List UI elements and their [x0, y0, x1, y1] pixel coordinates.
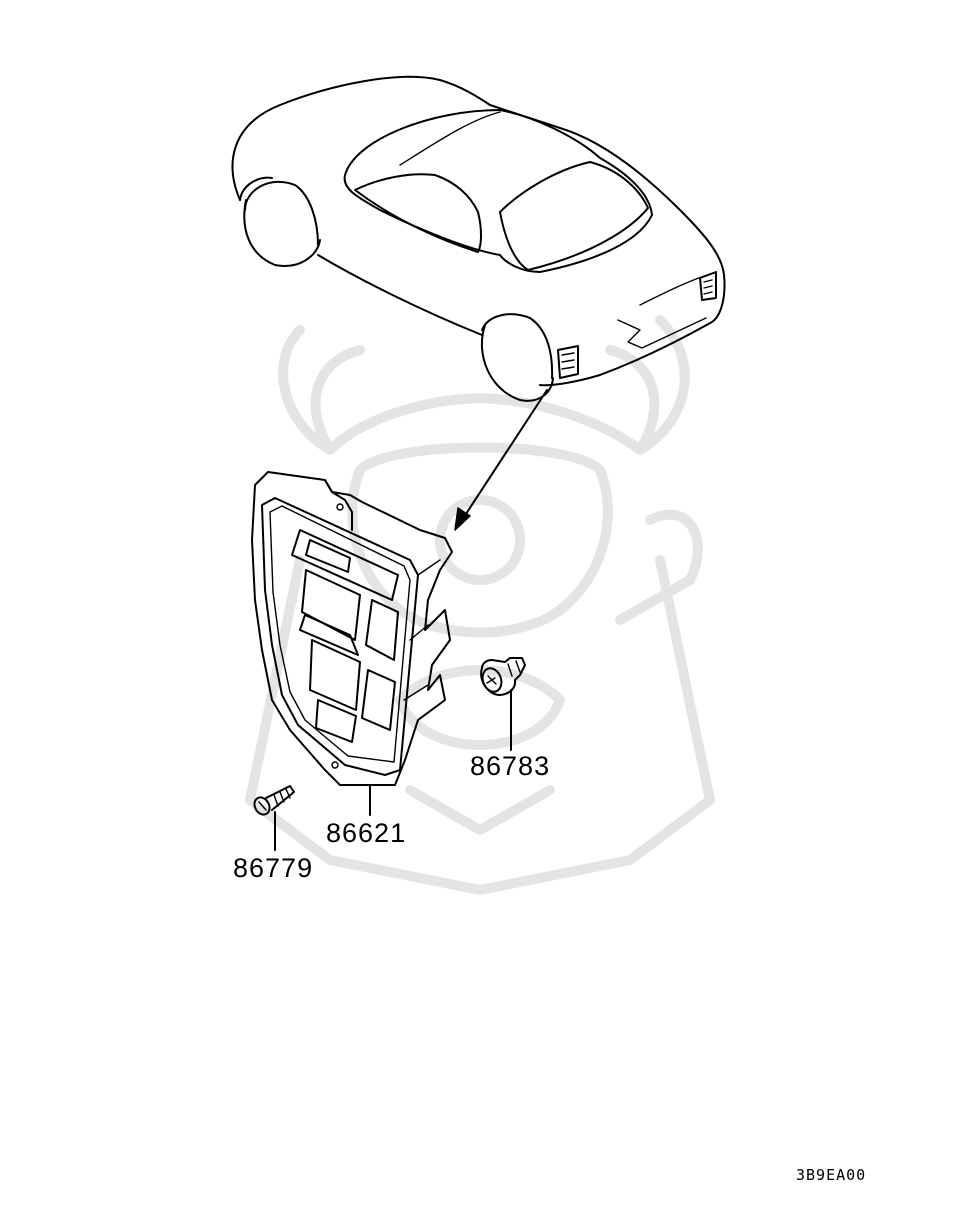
samurai-watermark-logo [245, 315, 715, 895]
diagram-code-label: 3B9EA00 [796, 1166, 866, 1184]
car-illustration [231, 75, 726, 402]
location-arrow [454, 389, 548, 531]
clip-part-86783 [480, 657, 526, 751]
screw-part-86779 [253, 785, 295, 851]
part-number-label-86779: 86779 [233, 853, 313, 883]
part-number-label-86783: 86783 [470, 751, 550, 781]
bracket-part-86621 [251, 471, 453, 816]
part-number-label-86621: 86621 [326, 818, 406, 848]
